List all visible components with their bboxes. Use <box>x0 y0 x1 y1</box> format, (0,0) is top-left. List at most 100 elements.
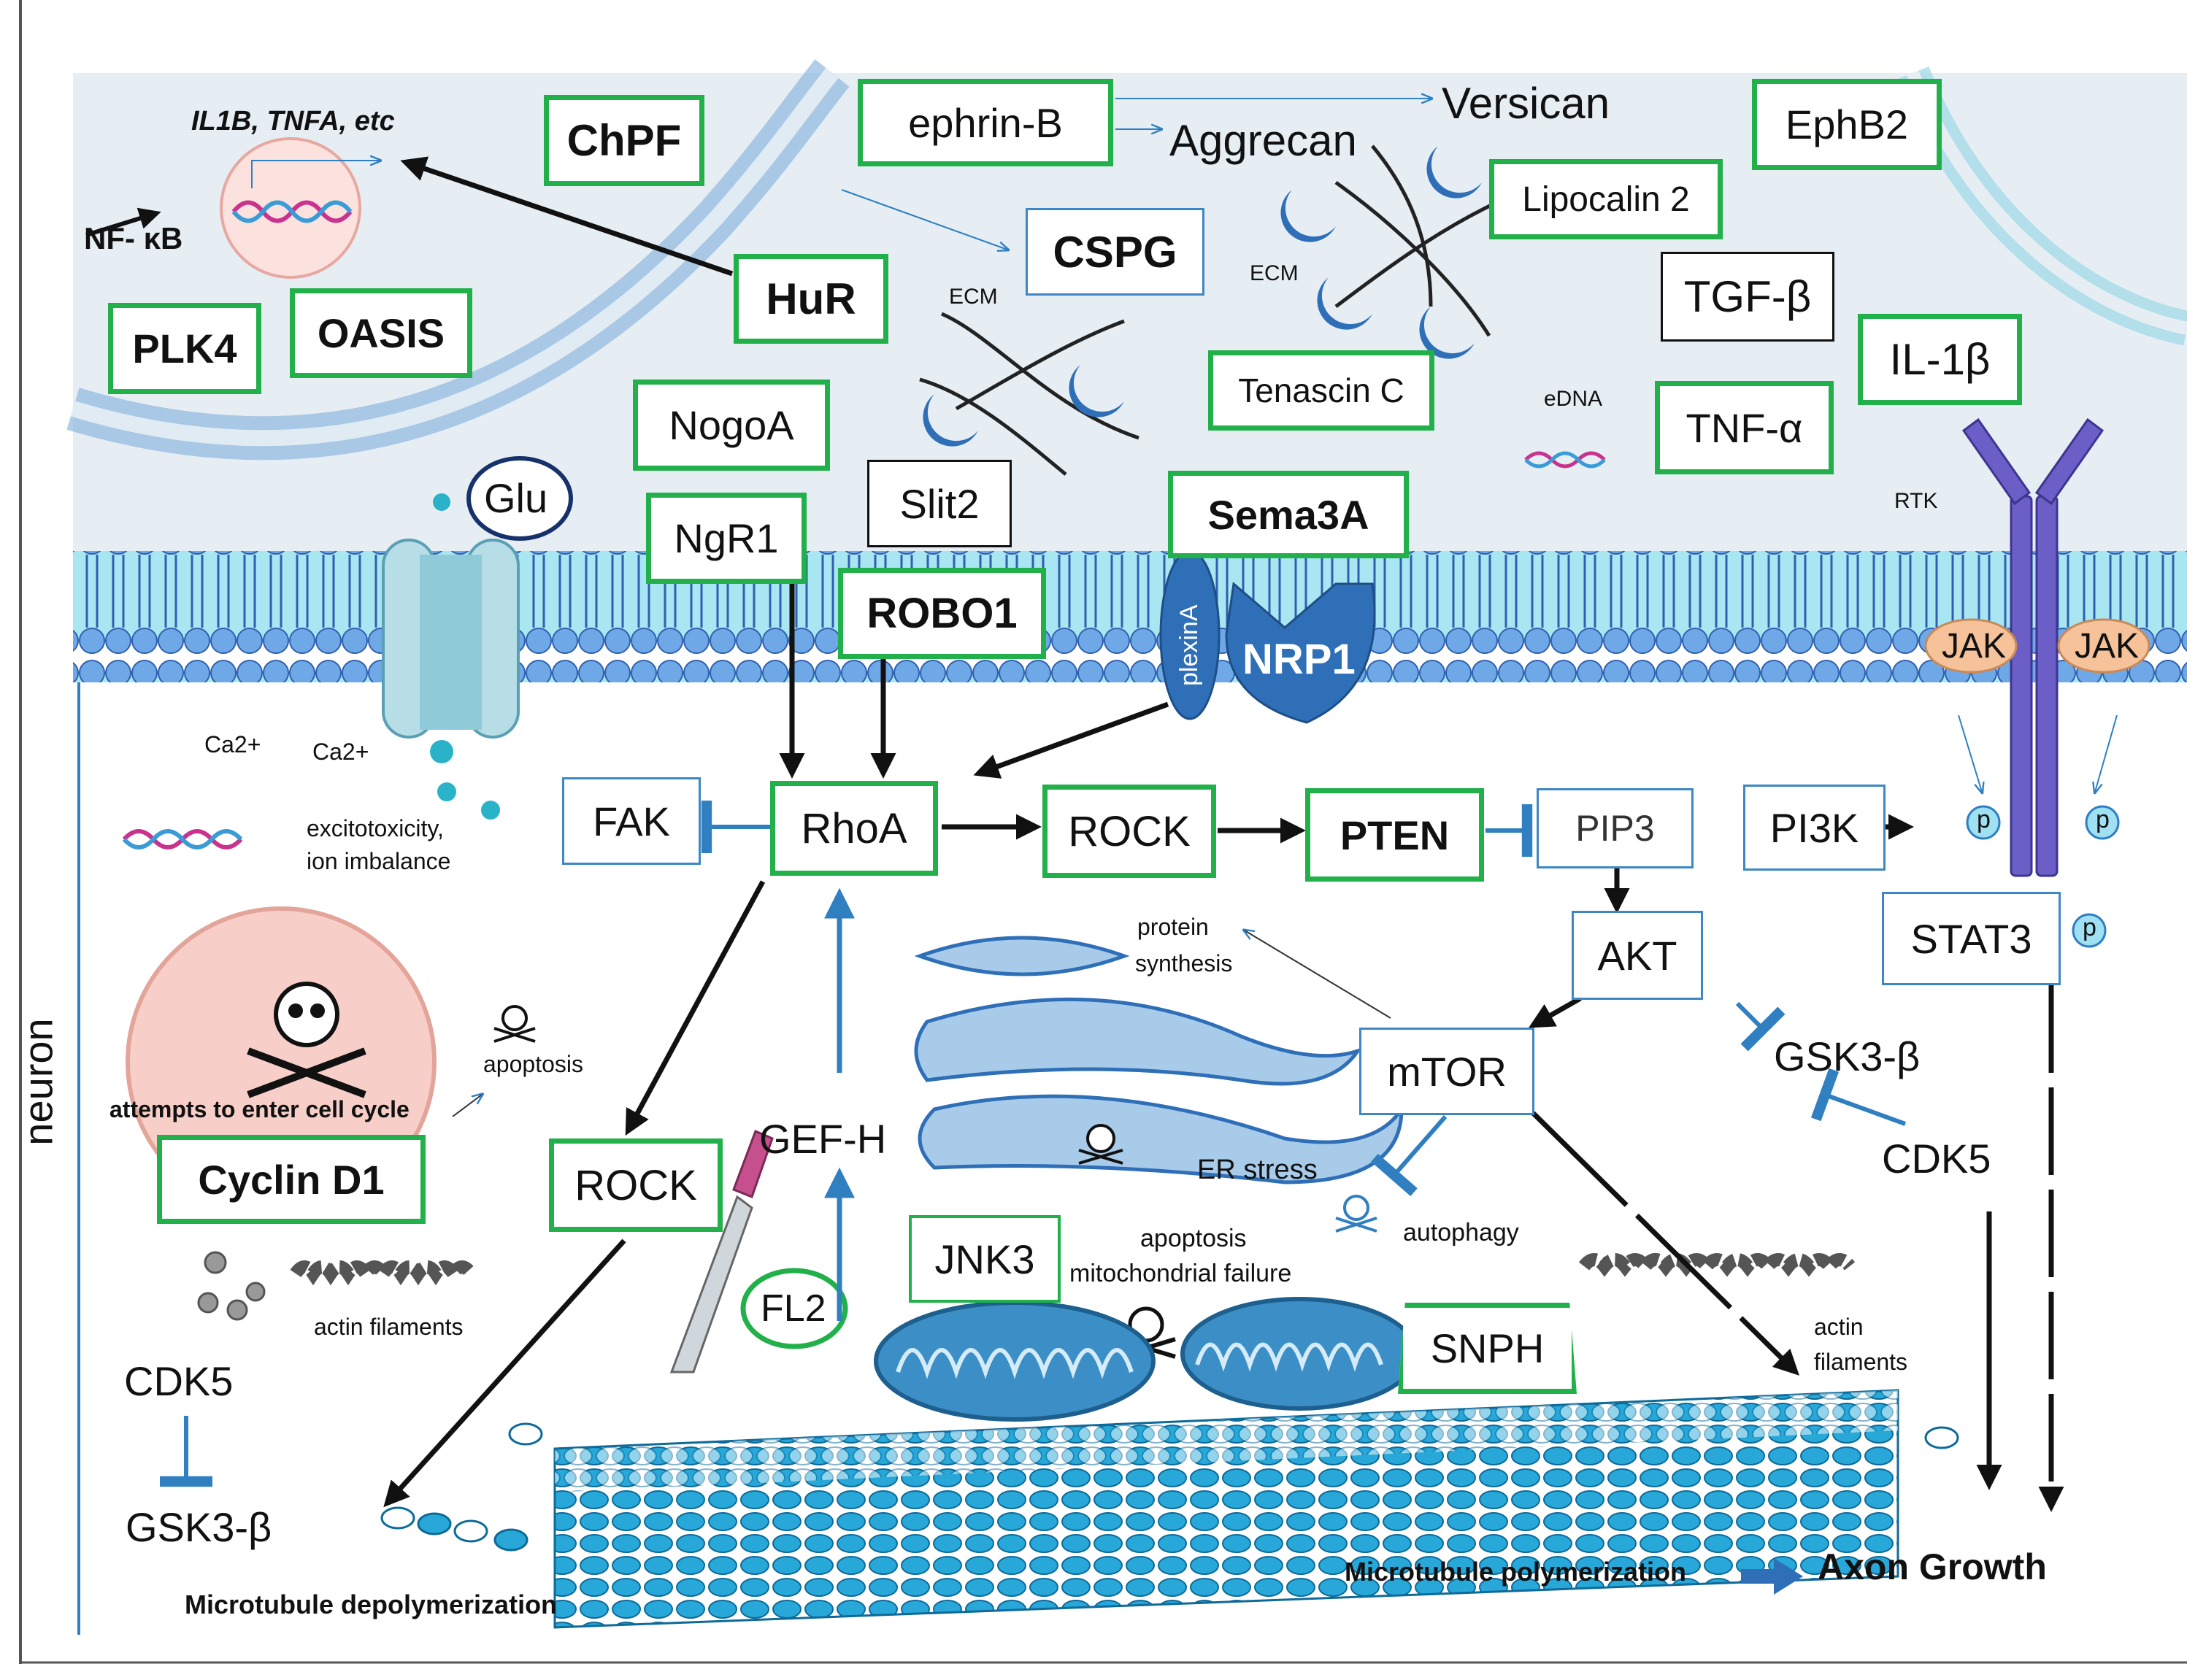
inhibition-lines <box>160 801 1907 1487</box>
mito-failure-label: mitochondrial failure <box>1069 1260 1292 1287</box>
jnk3-box: JNK3 <box>909 1215 1061 1303</box>
cyclin-d1-box: Cyclin D1 <box>157 1135 426 1224</box>
rhoa-box: RhoA <box>770 781 938 876</box>
apoptosis-arrow <box>452 1095 482 1117</box>
sema3a-box: Sema3A <box>1168 471 1409 558</box>
actin-label-right: actin <box>1814 1314 1864 1340</box>
fl2-ellipse <box>740 1268 848 1349</box>
filaments-label-right: filaments <box>1814 1349 1908 1375</box>
ecm-crescent-3 <box>1280 190 1336 242</box>
versican-label: Versican <box>1442 79 1610 128</box>
edna-label: eDNA <box>1544 387 1603 411</box>
plk4-box: PLK4 <box>108 303 261 394</box>
robo1-box: ROBO1 <box>838 568 1046 659</box>
hur-box: HuR <box>734 254 888 344</box>
neuron-label: neuron <box>15 1018 61 1146</box>
pi3k-box: PI3K <box>1743 785 1886 871</box>
glutamate-channel <box>382 493 520 820</box>
plexina-label: plexinA <box>1175 604 1203 686</box>
mt-polymerization-label: Microtubule polymerization <box>1345 1557 1687 1587</box>
ecm-structure-left <box>919 312 1139 476</box>
actin-filaments-label-left: actin filaments <box>314 1314 464 1340</box>
phospho-label-3: p <box>2083 914 2096 941</box>
nogoa-box: NogoA <box>633 379 830 471</box>
ecm-crescent-4 <box>1426 146 1482 199</box>
tgfb-box: TGF-β <box>1661 252 1834 342</box>
akt-box: AKT <box>1572 911 1703 1000</box>
skull-icon-autophagy <box>1335 1195 1377 1233</box>
actin-monomers <box>197 1251 266 1321</box>
il1beta-box: IL-1β <box>1858 314 2022 405</box>
protein-label: protein <box>1137 914 1209 940</box>
protein-synthesis-arrow <box>1245 930 1391 1019</box>
fl2-label: FL2 <box>761 1287 826 1330</box>
ephb2-box: EphB2 <box>1752 79 1942 170</box>
lipocalin2-box: Lipocalin 2 <box>1489 159 1723 239</box>
free-tubulin <box>380 1422 1959 1552</box>
ca2-label-2: Ca2+ <box>312 739 369 765</box>
nrp1-receptor <box>1225 582 1376 724</box>
ephrin-b-box: ephrin-B <box>858 79 1113 166</box>
skull-icon-apoptosis <box>493 1005 536 1043</box>
phospho-label-2: p <box>2096 806 2110 833</box>
chpf-box: ChPF <box>544 95 704 186</box>
tnfa-box: TNF-α <box>1655 381 1834 474</box>
slit2-box: Slit2 <box>867 460 1012 547</box>
il1b-tnfa-label: IL1B, TNFA, etc <box>191 106 395 136</box>
rtk-label: RTK <box>1894 489 1938 513</box>
rtk-receptor <box>1961 417 2105 877</box>
phospho-circle-1 <box>1966 805 2001 840</box>
pip3-box: PIP3 <box>1537 788 1694 868</box>
skull-icon-large <box>247 982 366 1098</box>
ca2-label-1: Ca2+ <box>204 731 261 758</box>
apoptosis-label-left: apoptosis <box>483 1051 583 1077</box>
actin-filament-right <box>1578 1253 1856 1277</box>
blue-thin-arrows <box>841 99 2118 792</box>
nrp1-label: NRP1 <box>1242 636 1356 683</box>
ngr1-box: NgR1 <box>646 493 807 584</box>
rock-box-top: ROCK <box>1042 785 1216 878</box>
phospho-circle-3 <box>2072 913 2107 948</box>
cdk5-label-right: CDK5 <box>1882 1136 1991 1182</box>
gsk3b-label-right: GSK3-β <box>1774 1033 1921 1079</box>
nfkb-label: NF- κB <box>84 221 183 255</box>
aggrecan-label: Aggrecan <box>1169 116 1357 165</box>
ecm-crescent-2 <box>1069 365 1124 417</box>
excitotoxicity-label: excitotoxicity, <box>307 815 444 841</box>
jak-left-label: JAK <box>1942 627 2007 666</box>
ion-imbalance-label: ion imbalance <box>307 848 451 874</box>
ecm-label-left: ECM <box>949 285 998 309</box>
tenascin-c-box: Tenascin C <box>1208 350 1434 431</box>
ecm-crescent-5 <box>1317 277 1372 330</box>
ecm-crescent-1 <box>923 394 978 447</box>
cspg-box: CSPG <box>1026 208 1204 296</box>
glu-ellipse <box>466 456 573 541</box>
synthesis-label: synthesis <box>1135 950 1233 976</box>
glu-label: Glu <box>484 475 548 521</box>
stat3-box: STAT3 <box>1882 892 2061 985</box>
mtor-box: mTOR <box>1359 1028 1534 1115</box>
jak-right-oval <box>2057 618 2151 674</box>
phospho-circle-2 <box>2085 805 2120 840</box>
actin-filament-left <box>290 1260 477 1286</box>
microtubule-bundle <box>553 1389 1899 1629</box>
axon-growth-label: Axon Growth <box>1818 1546 2047 1587</box>
attempts-label: attempts to enter cell cycle <box>109 1096 410 1122</box>
mitochondrion-left <box>874 1301 1156 1422</box>
cdk5-label-left: CDK5 <box>124 1358 234 1404</box>
gsk3b-label-left: GSK3-β <box>126 1504 272 1550</box>
rock-box-bottom: ROCK <box>549 1138 723 1232</box>
fak-box: FAK <box>562 777 701 865</box>
mt-depolymerization-label: Microtubule depolymerization <box>185 1590 558 1619</box>
snph-box: SNPH <box>1398 1303 1577 1394</box>
edna-helix <box>1524 451 1606 469</box>
transcription-arrow <box>251 161 380 188</box>
jak-left-oval <box>1924 618 2018 674</box>
apoptosis-label-mito: apoptosis <box>1140 1225 1247 1252</box>
ecm-crescent-6 <box>1419 307 1475 359</box>
ecm-label-right: ECM <box>1250 261 1299 285</box>
phospho-label-1: p <box>1977 806 1991 833</box>
activation-arrows <box>85 156 2064 1512</box>
gef-h-label: GEF-H <box>759 1116 887 1162</box>
